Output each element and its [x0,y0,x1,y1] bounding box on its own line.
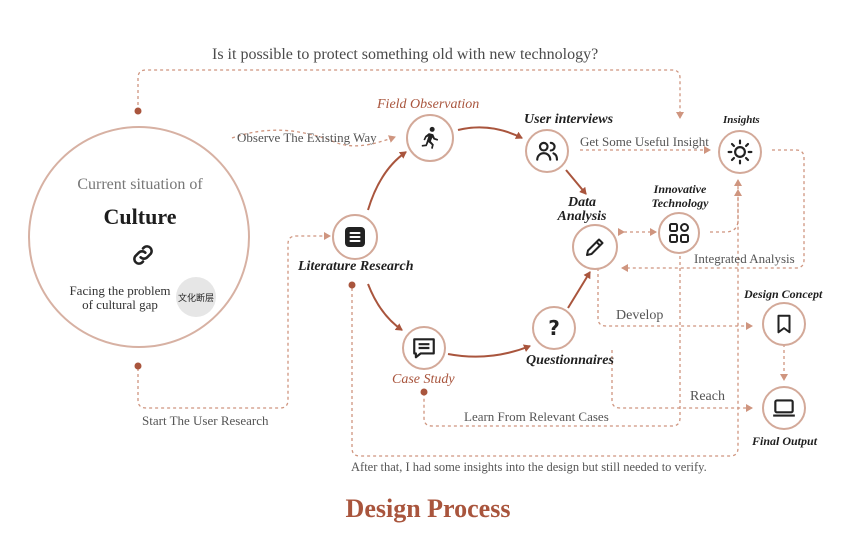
reach-label: Reach [690,389,725,404]
stamp-text: 文化断层 [177,293,214,304]
innovative-technology-node [658,212,700,254]
final-output-label: Final Output [752,434,818,448]
case-study-label: Case Study [392,372,455,387]
culture-title: Culture [103,204,177,229]
edge-field-user [457,126,523,139]
data-analysis-label-line2: Analysis [557,209,607,224]
get-insight-label: Get Some Useful Insight [580,134,709,149]
edge-user-data [565,169,587,195]
page-title: Design Process [345,494,511,523]
chat-icon [413,338,435,359]
culture-circle [28,126,250,348]
questionnaires-label: Questionnaires [526,353,614,368]
edge-case-quest [447,344,531,358]
edge-question-loop [137,69,684,119]
edge-integrated [621,149,805,272]
innovative-label-line2: Technology [651,196,709,210]
edge-lit-case [367,283,403,331]
learn-label: Learn From Relevant Cases [464,409,609,424]
dot-top [134,107,142,115]
develop-label: Develop [616,308,664,323]
field-observation-label: Field Observation [377,97,480,112]
after-label: After that, I had some insights into the… [351,460,707,474]
final-output-node [762,386,806,430]
edge-observe [231,129,396,147]
case-study-node [402,326,446,370]
link-icon [129,241,157,274]
data-analysis-node [572,224,618,270]
innovative-label-line1: Innovative [653,182,707,196]
integrated-analysis-label: Integrated Analysis [694,251,795,266]
edge-innovative-insights [710,179,742,233]
runner-icon [421,126,439,149]
culture-problem-line1: Facing the problem [69,283,171,298]
data-analysis-label-line1: Data [568,195,596,210]
sun-icon [727,139,753,165]
dot-case [420,388,428,396]
edge-learn [423,256,681,427]
question-icon: ? [548,316,560,340]
literature-research-node [332,214,378,260]
field-observation-node [406,114,454,162]
dot-literature [348,281,356,289]
edge-start [137,232,331,409]
insights-label: Insights [723,114,760,126]
bookmark-icon [777,314,791,334]
edge-after [351,189,742,457]
edge-lit-field [367,151,407,211]
insights-node [718,130,762,174]
culture-problem-line2: of cultural gap [82,297,158,312]
users-icon [536,141,559,161]
dot-bottom [134,362,142,370]
cultural-gap-stamp: 文化断层 [176,277,216,317]
grid-icon [669,223,689,243]
culture-subtitle: Current situation of [77,176,203,193]
user-interviews-node [525,129,569,173]
pencil-icon [586,238,604,256]
literature-research-label: Literature Research [298,259,414,274]
questionnaires-node: ? [532,306,576,350]
design-concept-node [762,302,806,346]
list-icon [345,227,365,247]
edge-quest-data [567,271,591,309]
question-text: Is it possible to protect something old … [212,46,599,63]
edge-develop [597,268,753,330]
user-interviews-label: User interviews [524,112,614,127]
observe-label: Observe The Existing Way [237,130,377,145]
edge-reach [611,350,753,412]
start-label: Start The User Research [142,413,269,428]
design-concept-label: Design Concept [744,287,823,301]
laptop-icon [773,399,795,417]
